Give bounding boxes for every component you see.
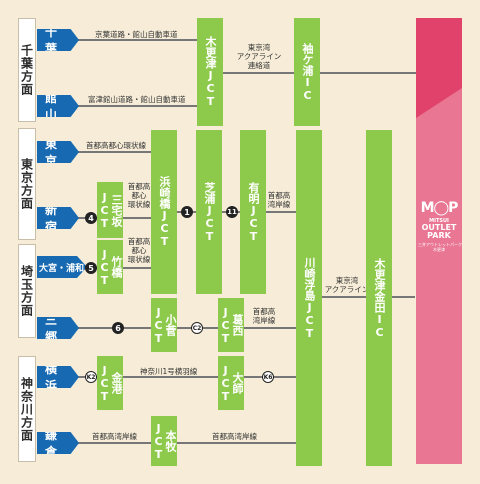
origin-shinjuku-arrow: 新 宿: [37, 207, 79, 229]
badge-route-11: 11: [226, 206, 238, 218]
jct-kisarazu: 木更津JCT: [197, 18, 223, 126]
jct-daishi: 大師JCT: [218, 356, 244, 410]
route-kamakura-left-label: 首都高湾岸線: [92, 432, 137, 441]
badge-route-k6: K6: [262, 371, 274, 383]
route-aqua-line-label: 東京湾 アクアライン: [324, 276, 370, 294]
route-omiya-label: 首都高 都心 環状線: [127, 237, 151, 264]
badge-route-k2: K2: [85, 371, 97, 383]
origin-misato-arrow: 三 郷: [37, 317, 79, 339]
ic-sodegaura: 袖ケ浦IC: [294, 18, 320, 126]
origin-shinjuku-label: 新 宿: [45, 203, 70, 234]
line-misato: [70, 327, 305, 329]
badge-route-5: 5: [85, 262, 97, 274]
outlet-logo-mark: M◯P: [420, 200, 459, 216]
jct-hamazaki: 浜崎橋JCT: [151, 130, 177, 294]
origin-kamakura-label: 鎌 倉: [45, 428, 70, 459]
region-kanagawa-label: 神奈川方面: [19, 376, 34, 442]
route-aqua-conn-label: 東京湾 アクアライン 連絡道: [236, 43, 282, 70]
badge-route-6: 6: [112, 322, 124, 334]
jct-honmoku: 本牧JCT: [151, 416, 177, 466]
route-kasai-label: 首都高 湾岸線: [252, 307, 276, 325]
origin-misato-label: 三 郷: [45, 313, 70, 344]
line-tateyama: [70, 105, 220, 107]
region-chiba-label: 千葉方面: [19, 44, 34, 96]
region-saitama: 埼玉方面: [18, 244, 36, 338]
origin-tokyo-label: 東 京: [45, 137, 70, 168]
origin-chiba-arrow: 千 葉: [37, 29, 79, 51]
line-aqua-conn: [220, 72, 420, 74]
region-kanagawa: 神奈川方面: [18, 356, 36, 462]
line-kamakura: [70, 442, 300, 444]
badge-route-4: 4: [85, 212, 97, 224]
ic-kaneda: 木更津金田IC: [366, 130, 392, 466]
route-yokohama-label: 神奈川1号横羽線: [140, 367, 198, 376]
region-chiba: 千葉方面: [18, 18, 36, 122]
route-tateyama-label: 富津館山道路・館山自動車道: [88, 95, 186, 104]
origin-tateyama-arrow: 館 山: [37, 95, 79, 117]
outlet-sub: 三井アウトレットパーク 木更津: [418, 242, 462, 252]
outlet-line1: OUTLET: [421, 223, 457, 232]
jct-miyakezaka: 三宅坂JCT: [97, 182, 123, 238]
route-shinjuku-label: 首都高 都心 環状線: [127, 182, 151, 209]
jct-ariake: 有明JCT: [240, 130, 266, 294]
jct-shibaura: 芝浦JCT: [196, 130, 222, 294]
badge-route-1: 1: [181, 206, 193, 218]
line-aqua-line: [315, 296, 415, 298]
route-ariake-label: 首都高 湾岸線: [267, 191, 291, 209]
route-chiba-label: 京葉道路・館山自動車道: [95, 30, 178, 39]
line-yokohama: [70, 376, 300, 378]
outlet-line2: PARK: [427, 231, 451, 240]
jct-kanagawa: 金港JCT: [97, 356, 123, 410]
jct-ukishima: 川崎浮島JCT: [296, 130, 322, 466]
line-tokyo: [70, 151, 160, 153]
origin-kamakura-arrow: 鎌 倉: [37, 432, 79, 454]
outlet-brand: MITSUI: [429, 218, 449, 224]
region-tokyo: 東京方面: [18, 128, 36, 240]
origin-chiba-label: 千 葉: [45, 25, 70, 56]
region-tokyo-label: 東京方面: [19, 158, 34, 210]
origin-tateyama-label: 館 山: [45, 91, 70, 122]
jct-kosuge: 小菅JCT: [151, 298, 177, 352]
badge-route-c2: C2: [191, 322, 203, 334]
jct-kasai: 葛西JCT: [218, 298, 244, 352]
origin-tokyo-arrow: 東 京: [37, 141, 79, 163]
origin-yokohama-label: 横 浜: [45, 362, 70, 393]
origin-yokohama-arrow: 横 浜: [37, 366, 79, 388]
jct-takebashi: 竹橋JCT: [97, 240, 123, 294]
line-chiba: [70, 39, 220, 41]
origin-omiya-arrow: 大宮・浦和: [37, 256, 87, 278]
route-kamakura-right-label: 首都高湾岸線: [212, 432, 257, 441]
outlet-park-logo: M◯P MITSUI OUTLET PARK 三井アウトレットパーク 木更津: [418, 200, 462, 252]
region-saitama-label: 埼玉方面: [19, 265, 34, 317]
route-tokyo-label: 首都高都心環状線: [86, 141, 146, 150]
origin-omiya-label: 大宮・浦和: [39, 263, 85, 274]
